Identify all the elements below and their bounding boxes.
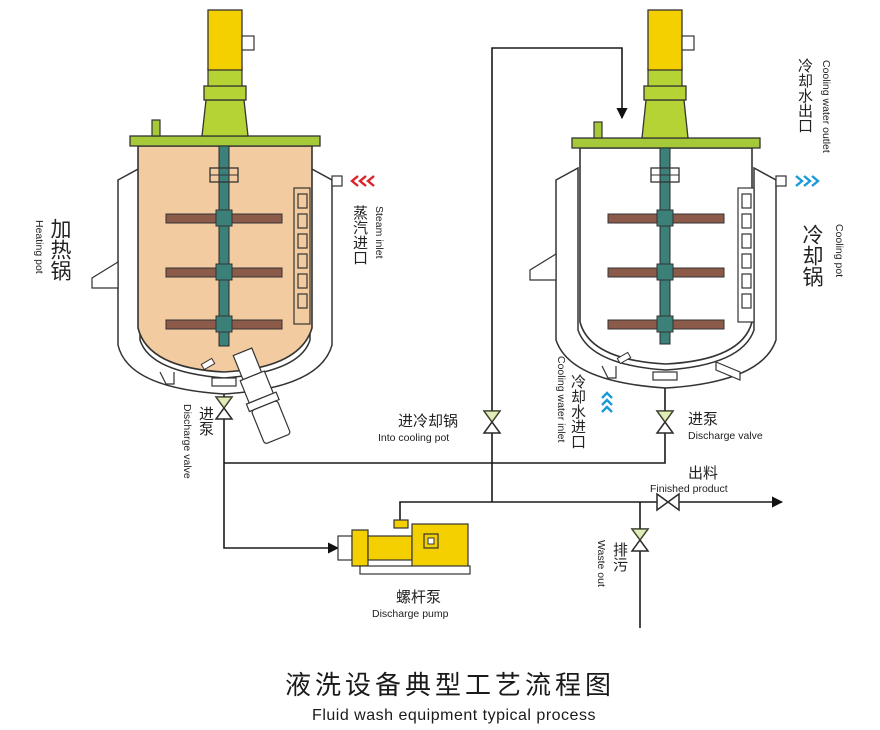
title-cn: 液洗设备典型工艺流程图 (285, 670, 615, 700)
heating-pot-shaft (218, 145, 230, 347)
title-en: Fluid wash equipment typical process (312, 707, 596, 724)
heating-pot-motor (207, 9, 243, 71)
heating-pot-gearbox (201, 99, 249, 137)
waste-out-en: Waste out (595, 540, 607, 587)
heating-pot-cn: 加热锅 (48, 218, 72, 281)
heating-pot-bottom-discharge (232, 347, 291, 444)
heating-pot-top-flange (129, 135, 321, 147)
finished-product-cn: 出料 (688, 464, 718, 482)
valve-waste-out[interactable] (631, 528, 649, 552)
heating-pot-en: Heating pot (33, 220, 45, 274)
steam-inlet-en: Steam inlet (373, 206, 385, 259)
cooling-pot-top-flange (571, 137, 761, 149)
cooling-pot-blades (607, 209, 725, 333)
valve-heating-discharge[interactable] (215, 396, 233, 420)
cooling-pot-en: Cooling pot (833, 224, 845, 277)
heating-pot (91, 9, 343, 444)
discharge-valve-left-en: Discharge valve (181, 404, 193, 479)
cooling-water-outlet-en: Cooling water outlet (820, 60, 832, 153)
label-cooling-water-outlet: Cooling water outlet 冷却水出口 (796, 58, 832, 153)
cooling-outlet-arrows (795, 175, 820, 187)
cooling-water-inlet-en: Cooling water inlet (555, 356, 567, 442)
cooling-pot-motor (647, 9, 683, 71)
cooling-pot-shaft (659, 147, 671, 345)
pipe-pump-outlet (399, 496, 784, 520)
cooling-water-outlet-cn: 冷却水出口 (796, 58, 814, 133)
finished-product-en: Finished product (650, 483, 728, 495)
cooling-pot-gearbox (641, 99, 689, 139)
pipe-into-cooling-pot (491, 47, 628, 502)
into-cooling-pot-cn: 进冷却锅 (398, 412, 458, 430)
discharge-valve-right-cn: 进泵 (688, 410, 718, 428)
valve-finished-product[interactable] (656, 493, 680, 511)
into-cooling-pot-en: Into cooling pot (378, 432, 449, 444)
discharge-pump-cn: 螺杆泵 (396, 588, 441, 606)
heating-pot-blades (165, 209, 283, 333)
valve-into-cooling-pot[interactable] (483, 410, 501, 434)
steam-inlet-cn: 蒸汽进口 (351, 205, 369, 265)
cooling-inlet-arrows (601, 391, 613, 413)
discharge-pump (337, 519, 471, 575)
label-waste-out: 排污 Waste out (595, 540, 629, 587)
cooling-water-inlet-cn: 冷却水进口 (569, 374, 587, 449)
pipe-heating-pot-to-pump (223, 388, 340, 554)
label-cooling-water-inlet: Cooling water inlet 冷却水进口 (555, 356, 587, 449)
valve-cooling-discharge[interactable] (656, 410, 674, 434)
discharge-valve-right-en: Discharge valve (688, 430, 763, 442)
discharge-pump-en: Discharge pump (372, 608, 449, 620)
label-steam-inlet: Steam inlet 蒸汽进口 (351, 205, 385, 265)
discharge-valve-left-cn: 进泵 (197, 406, 215, 436)
label-discharge-valve-left: Discharge valve 进泵 (181, 404, 215, 479)
waste-out-cn: 排污 (611, 542, 629, 573)
steam-inlet-arrows (350, 175, 375, 187)
label-cooling-pot: 冷却锅 Cooling pot (800, 224, 845, 287)
cooling-pot (529, 9, 787, 389)
cooling-pot-cn: 冷却锅 (800, 224, 824, 287)
label-heating-pot: 加热锅 Heating pot (33, 218, 72, 281)
